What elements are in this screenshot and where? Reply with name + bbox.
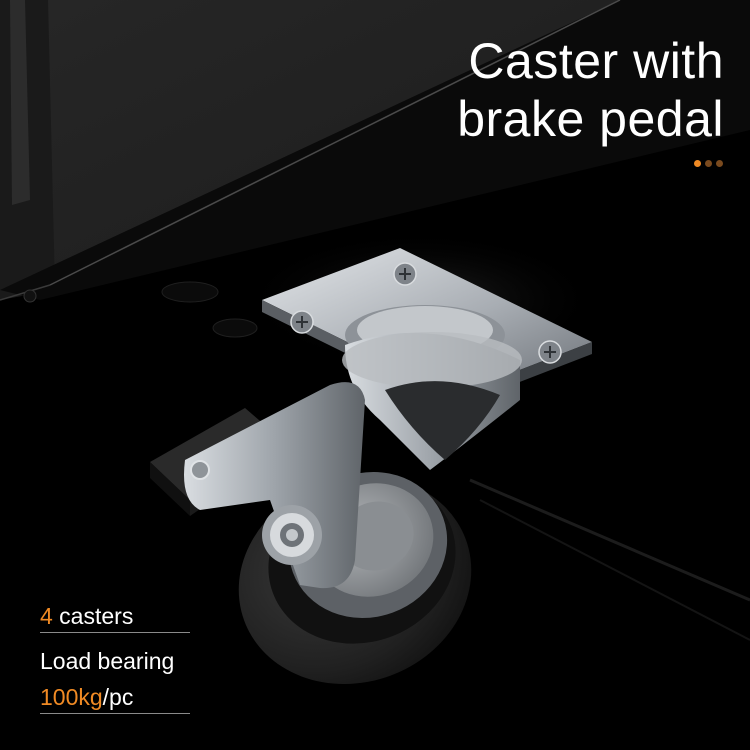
spec-block: 4 casters Load bearing 100kg/pc bbox=[40, 600, 190, 714]
headline-line-2: brake pedal bbox=[457, 91, 724, 147]
caster-count-number: 4 bbox=[40, 603, 53, 629]
load-bearing-value-line: 100kg/pc bbox=[40, 681, 190, 713]
accent-dot-3 bbox=[716, 160, 723, 167]
caster-count-text: casters bbox=[52, 603, 134, 629]
headline-line-1: Caster with bbox=[468, 33, 724, 89]
load-bearing-label: Load bearing bbox=[40, 648, 175, 674]
divider bbox=[40, 632, 190, 633]
caster-count-line: 4 casters bbox=[40, 600, 190, 632]
accent-dot-2 bbox=[705, 160, 712, 167]
load-bearing-unit: /pc bbox=[102, 684, 134, 710]
accent-dot-1 bbox=[694, 160, 701, 167]
headline: Caster with brake pedal bbox=[457, 32, 724, 148]
divider bbox=[40, 713, 190, 714]
load-bearing-value: 100kg bbox=[40, 684, 103, 710]
cabinet-body bbox=[0, 0, 750, 641]
accent-dots bbox=[694, 160, 723, 167]
